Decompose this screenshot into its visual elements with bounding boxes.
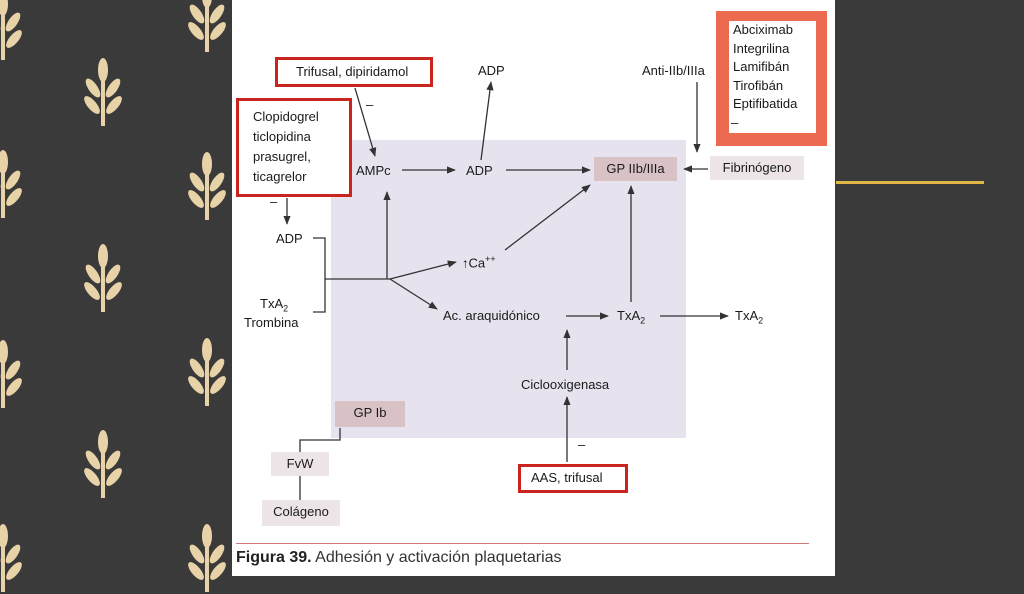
inhibition-minus-aas: – bbox=[578, 437, 586, 452]
arrow-ca-gp bbox=[504, 184, 591, 251]
trifusal-dipiridamol-label: Trifusal, dipiridamol bbox=[296, 64, 409, 79]
accent-line bbox=[836, 181, 984, 184]
drug-clopidogrel: Clopidogrel bbox=[253, 109, 319, 124]
drug-ticagrelor: ticagrelor bbox=[253, 169, 307, 184]
aas-trifusal-label: AAS, trifusal bbox=[531, 470, 603, 485]
platelet-region bbox=[331, 140, 686, 438]
diagram-arrows bbox=[283, 81, 729, 500]
node-gp-ib: GP Ib bbox=[335, 401, 405, 427]
leaf-sprig-icon bbox=[0, 340, 22, 408]
inhibition-minus-trifusal: – bbox=[366, 97, 374, 112]
inhibition-minus-clopidogrel: – bbox=[270, 194, 278, 209]
drug-tirofiban: Tirofibán bbox=[733, 77, 784, 93]
drug-ticlopidina: ticlopidina bbox=[253, 129, 311, 144]
arrow-trifusal-ampc bbox=[354, 87, 377, 157]
node-txa2-mid: TxA2 bbox=[617, 308, 646, 326]
drug-eptifibatida: Eptifibatida bbox=[733, 96, 798, 111]
drug-abciximab: Abciximab bbox=[733, 22, 793, 37]
node-ciclooxigenasa: Ciclooxigenasa bbox=[521, 377, 610, 392]
leaf-sprig-icon bbox=[84, 58, 122, 126]
node-fvw: FvW bbox=[271, 452, 329, 476]
inhibition-minus-gp: – bbox=[731, 115, 739, 130]
leaf-sprig-icon bbox=[0, 0, 22, 60]
leaf-sprig-icon bbox=[84, 430, 122, 498]
node-adp-left: ADP bbox=[276, 231, 303, 246]
node-gp-iib-iiia: GP IIb/IIIa bbox=[594, 157, 677, 181]
node-anti-gp: Anti-IIb/IIIa bbox=[642, 63, 705, 78]
drug-integrilina: Integrilina bbox=[733, 40, 790, 56]
node-ampc: AMPc bbox=[356, 163, 391, 178]
arrow-adp-up bbox=[480, 81, 494, 161]
node-fibrinogeno: Fibrinógeno bbox=[710, 156, 804, 180]
leaf-sprig-icon bbox=[188, 338, 226, 406]
caption-divider bbox=[236, 543, 809, 544]
figure-caption: Figura 39. Adhesión y activación plaquet… bbox=[236, 549, 562, 567]
node-txa2-right: TxA2 bbox=[735, 308, 764, 326]
gp-inhibitors-list: Abciximab Integrilina Lamifibán Tirofibá… bbox=[729, 21, 816, 133]
clopidogrel-group-box: Clopidogrel ticlopidina prasugrel, ticag… bbox=[236, 98, 352, 197]
arrow-hub-araquidonico bbox=[389, 278, 438, 310]
right-decorative-panel bbox=[835, 0, 1024, 576]
node-adp-top: ADP bbox=[478, 63, 505, 78]
caption-text: Adhesión y activación plaquetarias bbox=[315, 549, 562, 566]
node-ac-araquidonico: Ac. araquidónico bbox=[443, 308, 540, 323]
leaf-sprig-icon bbox=[188, 152, 226, 220]
arrow-hub-ca bbox=[389, 260, 457, 280]
connector-fvw-gpib bbox=[299, 428, 341, 452]
leaf-sprig-icon bbox=[84, 244, 122, 312]
left-decorative-panel bbox=[0, 0, 232, 592]
node-colageno: Colágeno bbox=[262, 500, 340, 526]
caption-label: Figura 39. bbox=[236, 549, 312, 566]
node-calcium: ↑Ca++ bbox=[462, 254, 496, 271]
leaf-sprig-icon bbox=[0, 150, 22, 218]
aas-trifusal-box: AAS, trifusal bbox=[518, 464, 628, 493]
bracket-agonists bbox=[313, 237, 326, 313]
node-trombina: Trombina bbox=[244, 315, 299, 330]
drug-lamifiban: Lamifibán bbox=[733, 59, 790, 74]
drug-prasugrel: prasugrel, bbox=[253, 149, 311, 164]
trifusal-dipiridamol-box: Trifusal, dipiridamol bbox=[275, 57, 433, 87]
node-txa2-left: TxA2 bbox=[260, 296, 289, 314]
leaf-sprig-icon bbox=[188, 0, 226, 52]
node-adp-mid: ADP bbox=[466, 163, 493, 178]
